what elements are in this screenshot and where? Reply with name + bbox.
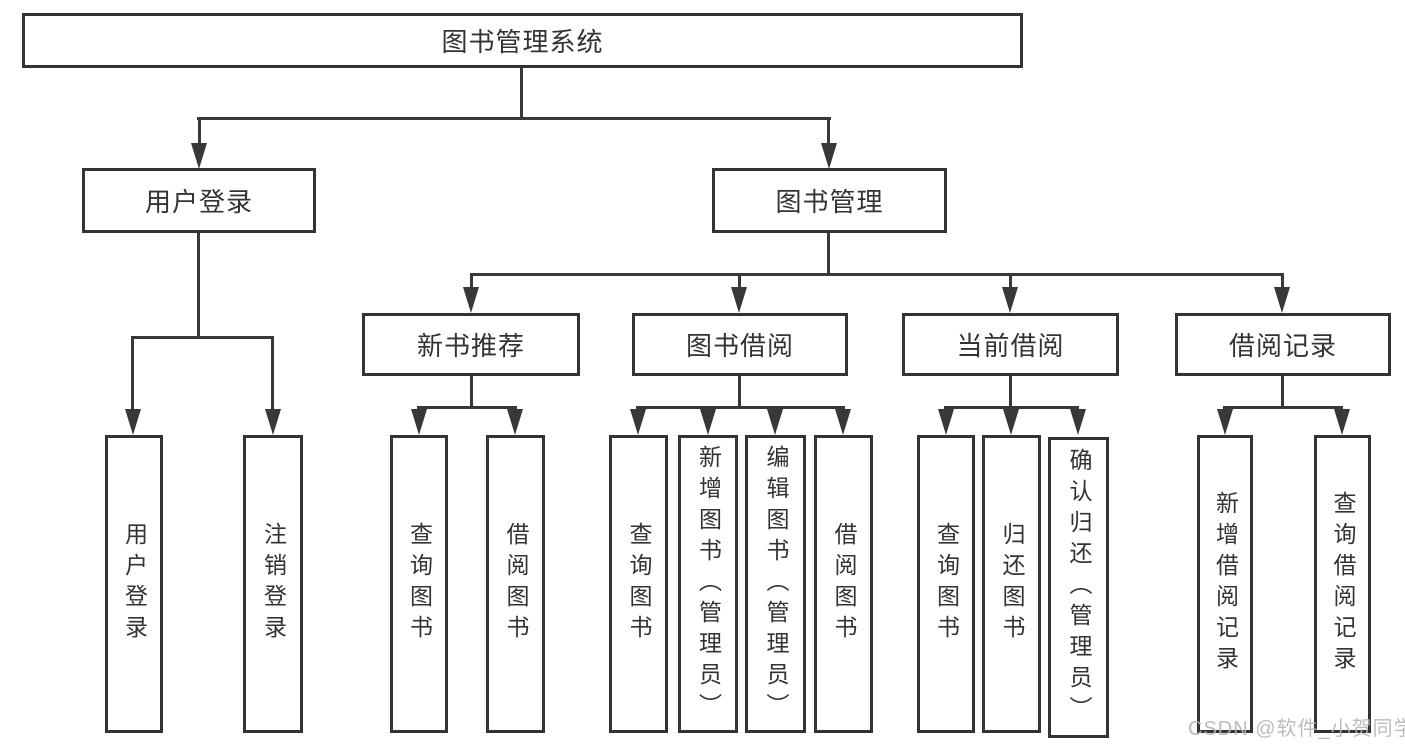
connector-line [470,273,1284,276]
arrow-down-icon [630,409,646,435]
connector-line [418,406,517,409]
connector-line [131,336,274,339]
arrow-down-icon [191,143,207,169]
arrow-down-icon [125,409,141,435]
connector-line [1009,273,1012,289]
connector-line [1009,376,1012,406]
leaf-borrow-books: 借阅图书 [486,435,545,733]
leaf-logout: 注销登录 [243,435,303,733]
node-book-borrow: 图书借阅 [632,313,848,376]
connector-line [131,336,134,411]
node-current-borrow-label: 当前借阅 [956,331,1065,361]
node-borrow-records: 借阅记录 [1175,313,1391,376]
connector-line [1224,406,1343,409]
connector-line [198,117,201,147]
connector-line [945,406,1079,409]
arrow-down-icon [1002,287,1018,313]
leaf-logout-label: 注销登录 [260,522,287,646]
connector-line [271,336,274,411]
arrow-down-icon [507,409,523,435]
leaf-borrow-books: 借阅图书 [814,435,873,733]
leaf-edit-book-admin: 编辑图书（管理员） [745,435,806,733]
leaf-query-books-label: 查询图书 [933,522,960,646]
leaf-query-books: 查询图书 [390,435,448,733]
arrow-down-icon [463,287,479,313]
arrow-down-icon [265,409,281,435]
leaf-add-book-admin-label: 新增图书（管理员） [695,444,722,724]
arrow-down-icon [1003,409,1019,435]
arrow-down-icon [700,409,716,435]
leaf-confirm-return-admin-label: 确认归还（管理员） [1066,448,1092,727]
connector-line [470,376,473,406]
connector-line [738,273,741,289]
leaf-user-login-label: 用户登录 [121,522,148,646]
node-book-borrow-label: 图书借阅 [685,331,794,361]
arrow-down-icon [731,287,747,313]
connector-line [827,233,830,275]
connector-line [738,376,741,406]
connector-line [197,117,831,120]
node-user-login: 用户登录 [82,168,316,233]
leaf-query-borrow-record-label: 查询借阅记录 [1330,491,1356,677]
csdn-watermark: CSDN @软件_小贺同学 [1188,718,1405,740]
leaf-return-books: 归还图书 [982,435,1041,733]
arrow-down-icon [767,409,783,435]
node-borrow-records-label: 借阅记录 [1228,331,1337,361]
leaf-add-book-admin: 新增图书（管理员） [678,435,738,733]
connector-line [1281,273,1284,289]
arrow-down-icon [1334,409,1350,435]
leaf-query-books-label: 查询图书 [626,522,652,646]
leaf-return-books-label: 归还图书 [999,522,1025,646]
arrow-down-icon [938,409,954,435]
node-new-book-recommend-label: 新书推荐 [416,331,525,361]
leaf-add-borrow-record: 新增借阅记录 [1197,435,1253,733]
arrow-down-icon [835,409,851,435]
node-book-management-label: 图书管理 [775,187,884,217]
node-book-management: 图书管理 [712,168,947,233]
leaf-confirm-return-admin: 确认归还（管理员） [1048,437,1109,738]
leaf-query-books-label: 查询图书 [406,522,433,646]
node-new-book-recommend: 新书推荐 [362,313,580,376]
arrow-down-icon [821,143,837,169]
connector-line [197,233,200,336]
leaf-query-books: 查询图书 [609,435,668,733]
arrow-down-icon [1070,409,1086,435]
node-root-label: 图书管理系统 [441,27,604,57]
connector-line [520,68,523,117]
arrow-down-icon [1274,287,1290,313]
connector-line [827,117,830,147]
leaf-borrow-books-label: 借阅图书 [503,522,529,646]
leaf-borrow-books-label: 借阅图书 [831,522,857,646]
arrow-down-icon [411,409,427,435]
leaf-add-borrow-record-label: 新增借阅记录 [1212,491,1239,677]
connector-line [470,273,473,289]
arrow-down-icon [1217,409,1233,435]
leaf-query-borrow-record: 查询借阅记录 [1314,435,1371,733]
node-current-borrow: 当前借阅 [902,313,1119,376]
node-user-login-label: 用户登录 [144,187,253,217]
connector-line [637,406,845,409]
leaf-user-login: 用户登录 [105,435,163,733]
node-root: 图书管理系统 [22,13,1023,68]
leaf-query-books: 查询图书 [917,435,975,733]
leaf-edit-book-admin-label: 编辑图书（管理员） [763,444,789,724]
connector-line [1281,376,1284,406]
